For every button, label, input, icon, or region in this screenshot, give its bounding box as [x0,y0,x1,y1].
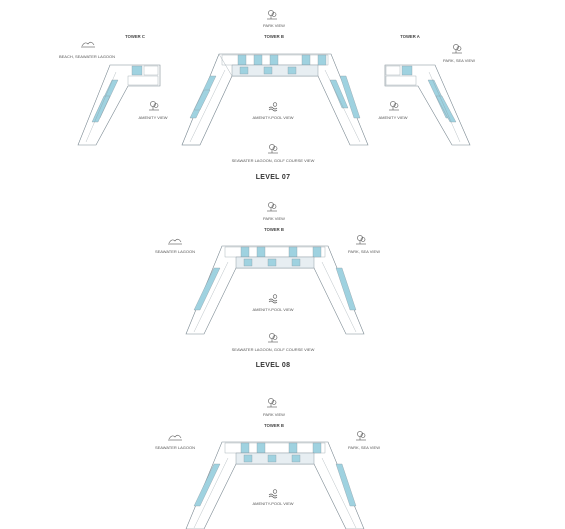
amenity-view-label-left: AMENITY VIEW [138,115,167,120]
level-title: LEVEL 07 [256,174,291,181]
level-08-plan: PARK VIEW TOWER B SEAWATER LAGOON PARK, … [155,202,380,369]
tower-b-label: TOWER B [264,34,284,39]
park-view-label: PARK VIEW [263,412,285,417]
tower-a-label: TOWER A [400,34,420,39]
park-sea-view-label: PARK, SEA VIEW [348,445,380,450]
park-sea-icon [355,235,367,245]
pool-icon [268,294,278,304]
tower-a-floorplate [384,64,471,146]
golf-icon [267,144,279,154]
park-view-label: PARK VIEW [263,23,285,28]
tower-b-floorplate [185,441,365,529]
seawater-lagoon-label: SEAWATER LAGOON [155,445,195,450]
tower-c-floorplate [77,64,161,146]
level-title: LEVEL 08 [256,362,291,369]
park-view-icon [266,398,278,408]
level-09-plan: PARK VIEW TOWER B SEAWATER LAGOON PARK, … [155,398,380,529]
tower-b-label: TOWER B [264,227,284,232]
beach-view-label: BEACH, SEAWATER LAGOON [59,54,115,59]
golf-icon [267,333,279,343]
seawater-lagoon-icon [167,434,183,441]
tower-b-floorplate [185,245,365,335]
amenity-view-label-right: AMENITY VIEW [378,115,407,120]
tower-c-label: TOWER C [125,34,145,39]
park-view-icon [266,10,278,20]
amenity-icon-right [388,101,400,111]
park-view-icon [266,202,278,212]
lagoon-golf-view-label: SEAWATER LAGOON, GOLF COURSE VIEW [232,347,315,352]
beach-lagoon-icon [80,41,96,48]
amenity-pool-view-label: AMENITY-POOL VIEW [252,115,293,120]
park-view-label: PARK VIEW [263,216,285,221]
seawater-lagoon-label: SEAWATER LAGOON [155,249,195,254]
park-sea-view-label: PARK, SEA VIEW [443,58,475,63]
level-07-plan: PARK VIEW TOWER B TOWER C TOWER A BEACH,… [59,10,475,181]
seawater-lagoon-icon [167,238,183,245]
pool-icon [268,489,278,499]
park-sea-icon [451,44,463,54]
park-sea-icon [355,431,367,441]
tower-b-floorplate [181,53,369,146]
lagoon-golf-view-label: SEAWATER LAGOON, GOLF COURSE VIEW [232,158,315,163]
amenity-pool-view-label: AMENITY-POOL VIEW [252,501,293,506]
amenity-icon-left [148,101,160,111]
park-sea-view-label: PARK, SEA VIEW [348,249,380,254]
pool-icon [268,102,278,112]
tower-b-label: TOWER B [264,423,284,428]
amenity-pool-view-label: AMENITY-POOL VIEW [252,307,293,312]
